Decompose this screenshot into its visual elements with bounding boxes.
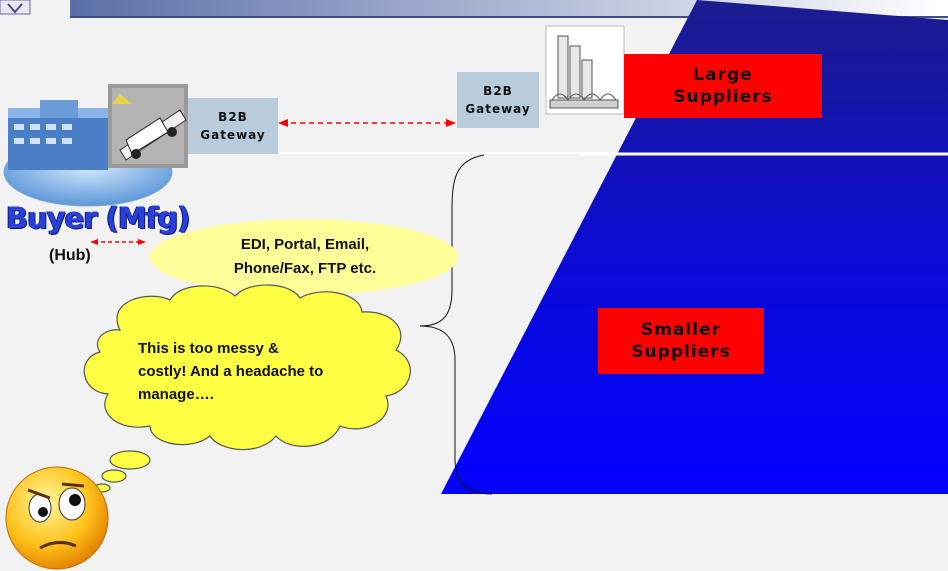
worried-face-icon [5,466,109,570]
channels-ellipse [150,219,458,295]
thought-line3: manage…. [138,386,214,403]
supplier-pyramid [441,0,948,494]
buyer-hub-label: (Hub) [49,247,91,264]
thought-text: This is too messy & costly! And a headac… [138,337,338,406]
smaller-suppliers-line1: Smaller [641,320,721,340]
supplier-building-icon [545,25,625,115]
thought-cloud-icon [83,284,411,493]
large-suppliers-line2: Suppliers [673,87,773,107]
header-logo [0,0,31,15]
channels-line2: Phone/Fax, FTP etc. [233,260,377,277]
channels-text: EDI, Portal, Email, Phone/Fax, FTP etc. [180,233,430,281]
smaller-suppliers-line2: Suppliers [631,342,731,362]
brace-upper [419,154,485,327]
header-rule [70,16,948,18]
buyer-gateway-box: B2B Gateway [188,98,278,154]
gateway-label-line2: Gateway [465,102,531,116]
gateway-label-line1: B2B [218,110,248,124]
truck-icon [108,84,188,168]
buyer-title: Buyer (Mfg) [6,201,190,235]
large-suppliers-line1: Large [693,65,753,85]
thought-line1: This is too messy & [138,340,279,357]
thought-line2: costly! And a headache to [138,363,324,380]
brace-lower [419,325,493,495]
gateway-label-line2: Gateway [200,128,266,142]
large-suppliers-box: Large Suppliers [624,54,822,118]
supplier-gateway-box: B2B Gateway [457,72,539,128]
smaller-suppliers-box: Smaller Suppliers [598,308,764,374]
channels-line1: EDI, Portal, Email, [240,236,370,253]
gateway-label-line1: B2B [483,84,513,98]
